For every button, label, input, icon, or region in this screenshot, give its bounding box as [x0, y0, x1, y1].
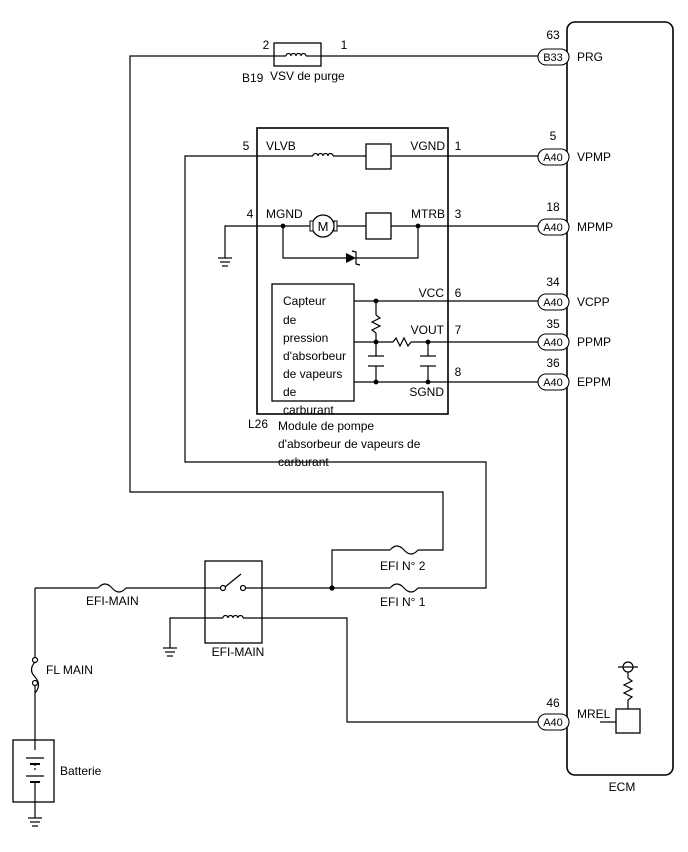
vsv-coil-icon	[285, 52, 307, 57]
module-name-line-3: carburant	[278, 455, 329, 469]
fuse-efi-main-label: EFI-MAIN	[86, 594, 139, 608]
module-pin-vout-number: 7	[455, 323, 462, 337]
fuse-fl-main-icon	[30, 661, 40, 694]
motor-symbol: M	[318, 219, 329, 234]
ecm-pin-mrel-name: MREL	[577, 707, 611, 721]
ecm-label: ECM	[609, 780, 636, 794]
sensor-text-line-4: d'absorbeur	[283, 349, 346, 363]
valve-coil-icon	[312, 152, 334, 157]
sensor-text-line-2: de	[283, 313, 297, 327]
connector-a40-ppmp-label: A40	[543, 337, 563, 349]
wire-relay-coil-ground	[169, 617, 223, 648]
fuse-efi-main-icon	[97, 583, 127, 593]
ecm-mrel-driver-box	[615, 708, 641, 734]
wire-relay-coil-mrel	[243, 617, 538, 723]
relay-coil-icon	[222, 614, 244, 619]
vsv-ref: B19	[242, 71, 264, 85]
sensor-text-line-1: Capteur	[283, 294, 326, 308]
connector-a40-mpmp	[537, 218, 570, 236]
module-pin-sgnd-name: SGND	[409, 385, 444, 399]
ecm-pin-vcpp-name: VCPP	[577, 295, 610, 309]
battery-box	[12, 739, 55, 803]
ecm-pin-mpmp-number: 18	[546, 200, 560, 214]
ecm-pin-vcpp-number: 34	[546, 275, 560, 289]
battery-label: Batterie	[60, 764, 102, 778]
ecm-pin-prg-number: 63	[546, 28, 560, 42]
module-ref: L26	[248, 417, 268, 431]
relay-efi-main-box	[204, 560, 263, 644]
wire-mgnd-ground	[224, 225, 257, 258]
ecm-pin-mrel-number: 46	[546, 696, 560, 710]
vsv-box	[273, 42, 322, 67]
fuse-efi-no1-label: EFI N° 1	[380, 595, 426, 609]
module-pin-vlvb-name: VLVB	[266, 139, 296, 153]
relay-efi-main-label: EFI-MAIN	[212, 645, 265, 659]
sensor-text-line-6: de	[283, 385, 297, 399]
ecm-pullup-resistor-icon	[622, 677, 634, 701]
module-pin-mtrb-number: 3	[455, 207, 462, 221]
module-name-line-2: d'absorbeur de vapeurs de	[278, 437, 421, 451]
module-pin-vcc-name: VCC	[419, 286, 445, 300]
ecm-pin-ppmp-name: PPMP	[577, 335, 611, 349]
connector-b33	[537, 48, 570, 66]
valve-driver-box	[365, 143, 392, 170]
sensor-text-line-7: carburant	[283, 403, 334, 417]
sensor-text-line-3: pression	[283, 331, 328, 345]
connector-a40-vpmp	[537, 148, 570, 166]
vsv-pin-left: 2	[263, 38, 270, 52]
ecm-pin-prg-name: PRG	[577, 50, 603, 64]
vsv-name: VSV de purge	[270, 69, 345, 83]
wire-vlvb-efi-no1	[184, 155, 487, 589]
ecm-box	[566, 21, 674, 776]
zener-diode-icon	[346, 253, 356, 263]
connector-b33-label: B33	[543, 52, 563, 64]
connector-a40-mpmp-label: A40	[543, 222, 563, 234]
sensor-resistor-vout-icon	[392, 336, 412, 348]
fuse-fl-main-label: FL MAIN	[46, 663, 93, 677]
connector-a40-vcpp-label: A40	[543, 297, 563, 309]
module-pin-mgnd-name: MGND	[266, 207, 303, 221]
wire-vsv-efi-no2	[129, 55, 444, 551]
vsv-pin-right: 1	[341, 38, 348, 52]
ecm-pin-vpmp-number: 5	[550, 129, 557, 143]
motor-driver-box	[365, 212, 392, 240]
module-pin-mgnd-number: 4	[247, 207, 254, 221]
ecm-pin-mpmp-name: MPMP	[577, 220, 613, 234]
connector-a40-vpmp-label: A40	[543, 152, 563, 164]
ecm-pin-eppm-name: EPPM	[577, 375, 611, 389]
fuse-efi-no2-icon	[389, 545, 419, 555]
relay-switch-icon	[224, 573, 242, 588]
fuse-efi-no1-icon	[389, 583, 419, 593]
connector-a40-mrel-label: A40	[543, 717, 563, 729]
fuse-efi-no2-label: EFI N° 2	[380, 559, 426, 573]
connector-a40-vcpp	[537, 293, 570, 311]
connector-a40-eppm-label: A40	[543, 377, 563, 389]
module-pin-sgnd-number: 8	[455, 365, 462, 379]
module-pin-vgnd-number: 1	[455, 139, 462, 153]
module-name-line-1: Module de pompe	[278, 419, 374, 433]
pressure-sensor-box	[271, 283, 355, 402]
module-pin-vout-name: VOUT	[411, 323, 445, 337]
sensor-text-line-5: de vapeurs	[283, 367, 342, 381]
module-pin-mtrb-name: MTRB	[411, 207, 445, 221]
ecm-pin-vpmp-name: VPMP	[577, 150, 611, 164]
ecm-pin-ppmp-number: 35	[546, 317, 560, 331]
module-pin-vlvb-number: 5	[243, 139, 250, 153]
module-pin-vcc-number: 6	[455, 286, 462, 300]
sensor-resistor-vcc-icon	[370, 314, 382, 334]
module-pin-vgnd-name: VGND	[410, 139, 445, 153]
ecm-pin-eppm-number: 36	[546, 356, 560, 370]
